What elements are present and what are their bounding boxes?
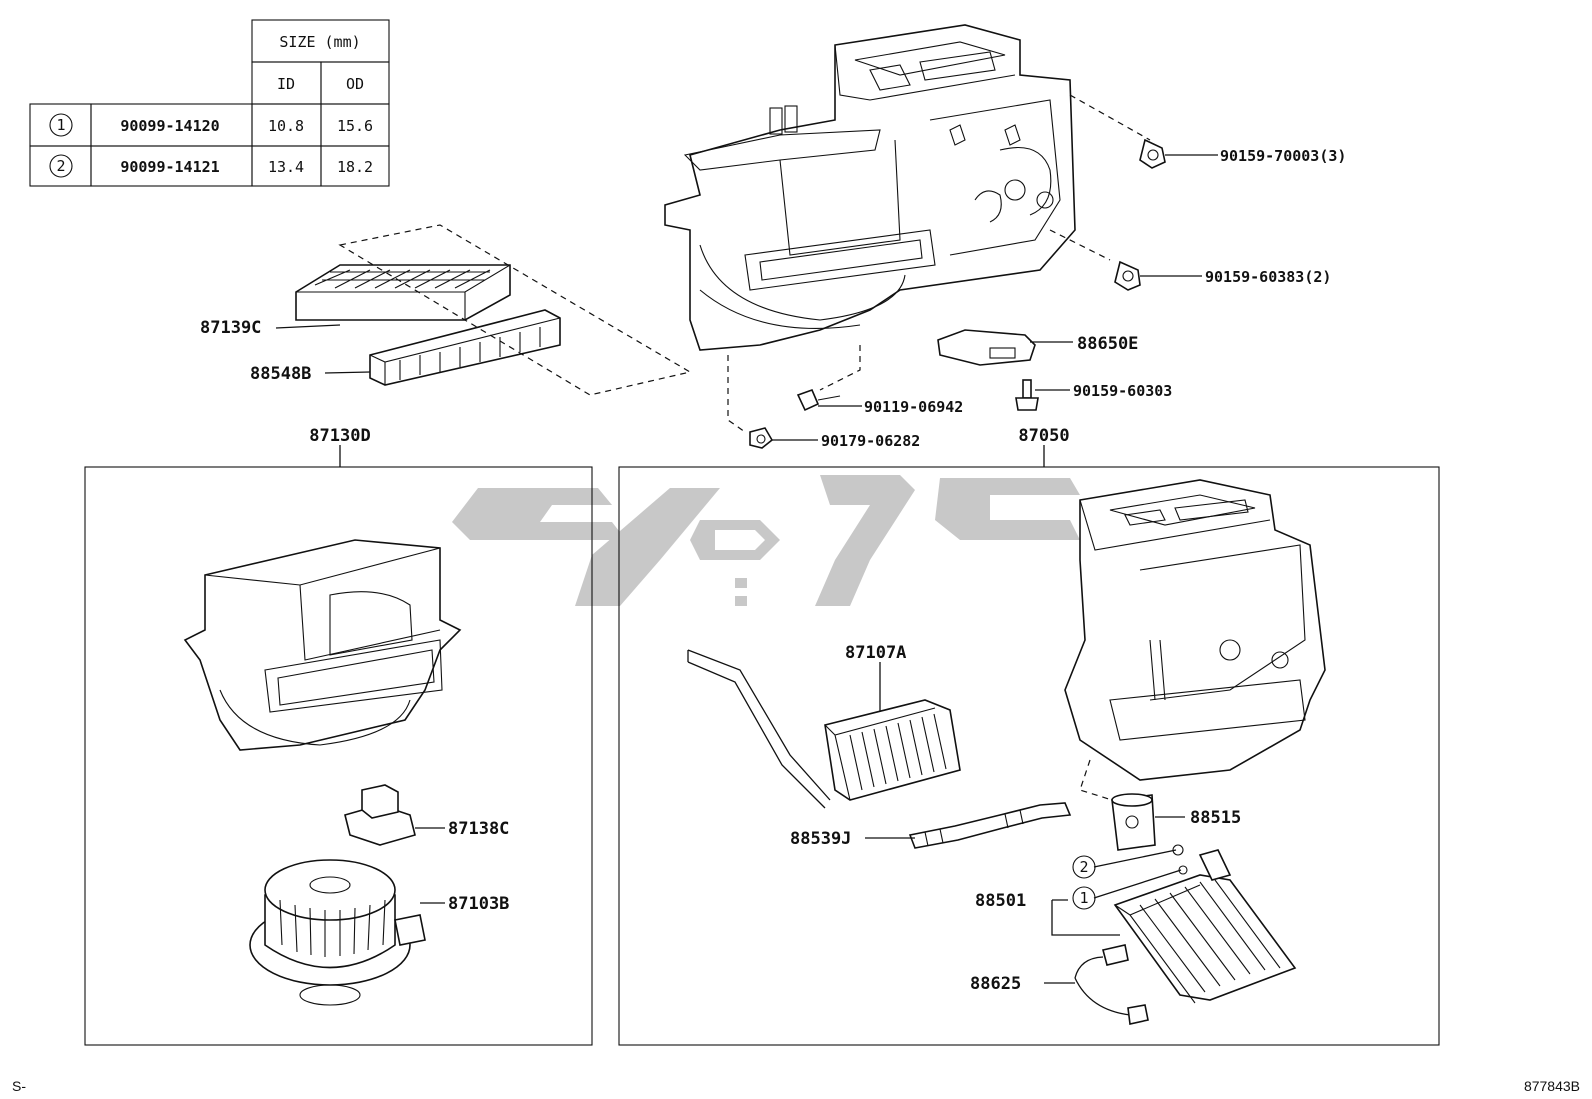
label-90159-60303: 90159-60303 (1073, 382, 1172, 400)
blower-case-drawing (183, 539, 462, 751)
nut-90179-06282-drawing (749, 427, 774, 449)
screw-90159-60303-drawing (1015, 379, 1039, 411)
label-87138c: 87138C (448, 819, 509, 839)
resistor-87138c-drawing (344, 784, 416, 846)
label-88539j: 88539J (790, 829, 851, 849)
watermark-logo (452, 475, 1080, 606)
col-od-header: OD (346, 75, 364, 93)
callout-2: 2 (1079, 858, 1088, 876)
heater-core-87107a-drawing (687, 649, 961, 809)
footer-left: S- (12, 1078, 26, 1094)
row2-part: 90099-14121 (120, 158, 219, 176)
row2-id: 13.4 (268, 158, 304, 176)
hvac-unit-assembly-drawing (664, 24, 1076, 351)
label-88548b: 88548B (250, 364, 311, 384)
label-90119-06942: 90119-06942 (864, 398, 963, 416)
callout-1: 1 (1079, 889, 1088, 907)
label-90159-70003: 90159-70003(3) (1220, 147, 1346, 165)
label-88650e: 88650E (1077, 334, 1138, 354)
row1-marker: 1 (56, 116, 65, 134)
label-88501: 88501 (975, 891, 1026, 911)
label-87107a: 87107A (845, 643, 906, 663)
evaporator-88501-drawing (1113, 844, 1297, 1004)
size-table-header: SIZE (mm) (279, 33, 360, 51)
row2-od: 18.2 (337, 158, 373, 176)
label-88515: 88515 (1190, 808, 1241, 828)
air-filter-87139c-drawing (295, 264, 511, 321)
expansion-valve-88515-drawing (1111, 793, 1156, 851)
label-87139c: 87139C (200, 318, 261, 338)
size-table: SIZE (mm) ID OD 1 90099-14120 10.8 15.6 … (29, 19, 390, 187)
thermistor-88625-drawing (1074, 944, 1149, 1025)
footer-right: 877843B (1523, 1078, 1580, 1094)
row1-part: 90099-14120 (120, 117, 219, 135)
row1-id: 10.8 (268, 117, 304, 135)
row2-marker: 2 (56, 157, 65, 175)
drain-tube-88539j-drawing (908, 802, 1072, 849)
filter-frame-88548b-drawing (369, 309, 561, 386)
label-90159-60383: 90159-60383(2) (1205, 268, 1331, 286)
label-87130d: 87130D (309, 426, 370, 446)
bolt-90159-70003-drawing (1139, 138, 1166, 169)
callout-circle-2 (1072, 855, 1096, 879)
sensor-88650e-drawing (937, 329, 1036, 366)
group-box-87050 (618, 466, 1440, 1046)
label-87050: 87050 (1018, 426, 1069, 446)
col-id-header: ID (277, 75, 295, 93)
row1-od: 15.6 (337, 117, 373, 135)
screw-90119-06942-drawing (796, 388, 841, 412)
blower-motor-87103b-drawing (249, 859, 426, 1006)
label-87103b: 87103B (448, 894, 509, 914)
label-88625: 88625 (970, 974, 1021, 994)
heater-case-drawing (1064, 479, 1326, 781)
callout-circle-1 (1072, 886, 1096, 910)
label-90179-06282: 90179-06282 (821, 432, 920, 450)
group-box-87130d (84, 466, 593, 1046)
bolt-90159-60383-drawing (1114, 260, 1141, 291)
